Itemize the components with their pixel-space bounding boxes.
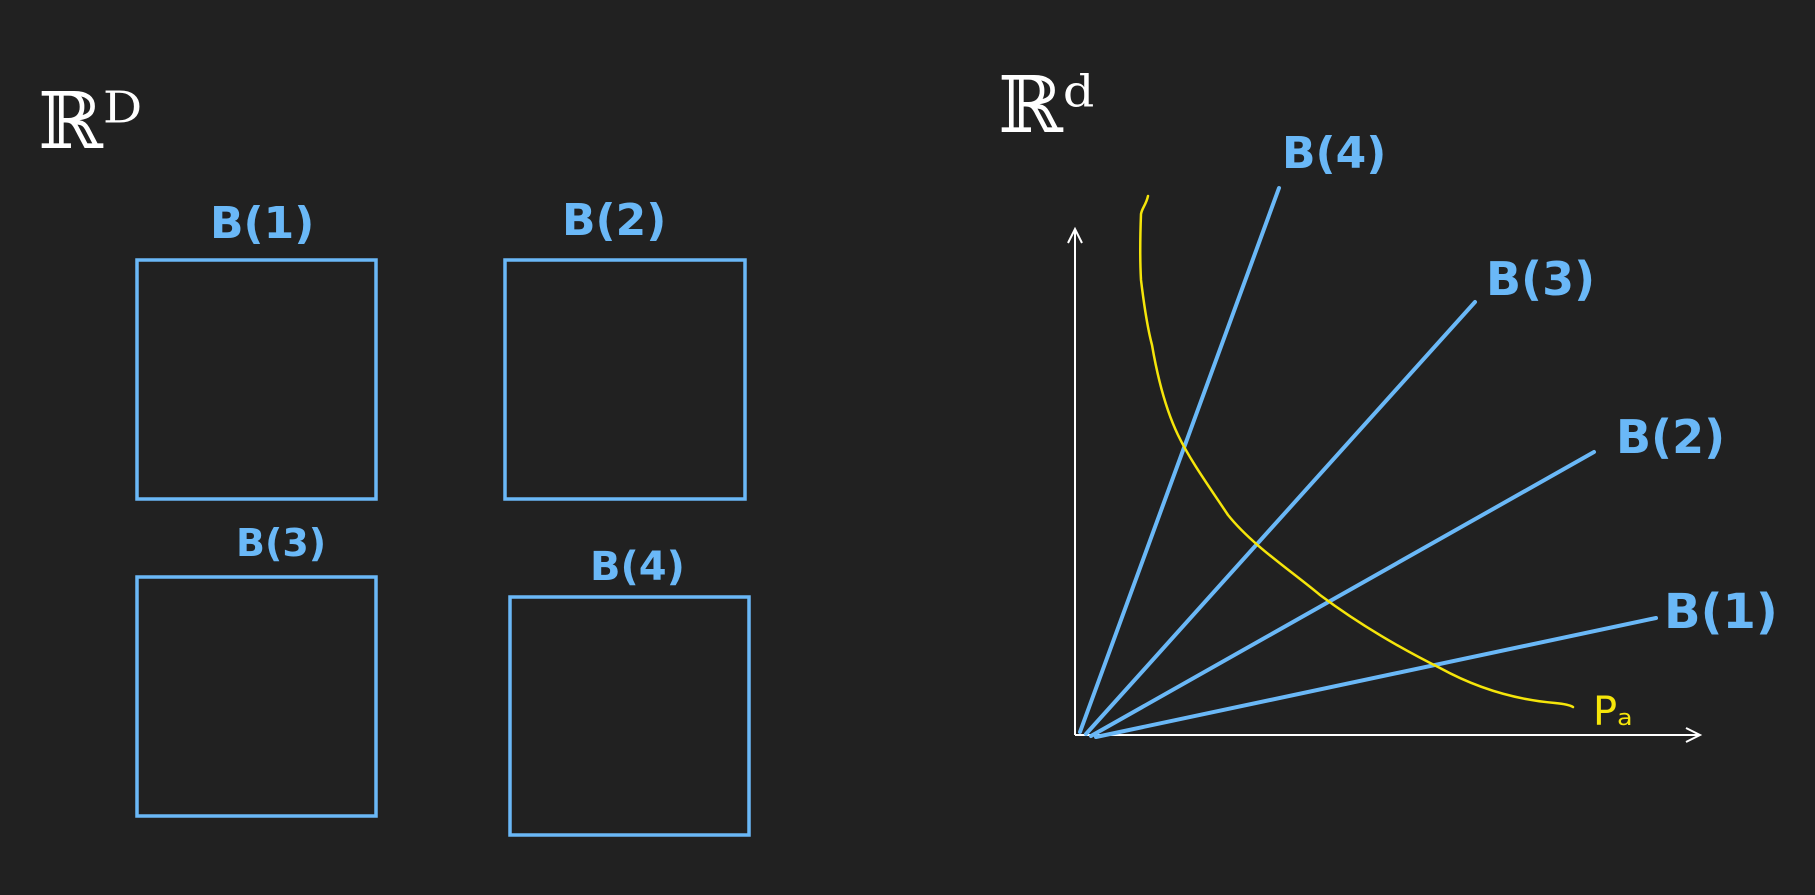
y-axis-arrow-icon [1067,226,1083,244]
ray-label-b3: B(3) [1486,252,1595,306]
curve-label-pa: Pₐ [1593,689,1633,735]
ray-b3 [1084,300,1477,736]
box-b1 [135,258,378,501]
ray-b2 [1089,450,1596,738]
box-b4 [508,595,751,837]
box-b2 [503,258,747,501]
box-label-b4: B(4) [590,544,685,590]
right-panel: ℝᵈ B(4) B(3) B(2) B(1) Pₐ [998,61,1778,743]
box-label-b1: B(1) [210,198,314,249]
distribution-curve [1139,194,1575,709]
x-axis-arrow-icon [1685,727,1703,743]
box-label-b3: B(3) [236,521,326,565]
box-label-b2: B(2) [562,195,666,246]
axes [1067,226,1703,743]
ray-label-b2: B(2) [1616,410,1725,464]
space-label-low-dim: ℝᵈ [998,61,1094,151]
ray-label-b4: B(4) [1282,128,1386,179]
ray-label-b1: B(1) [1664,584,1778,640]
box-b3 [135,575,378,818]
ray-b1 [1094,616,1658,739]
rays [1078,186,1658,739]
ray-b4 [1078,186,1281,734]
left-panel: ℝᴰ B(1) B(2) B(3) B(4) [38,77,751,837]
space-label-high-dim: ℝᴰ [38,77,142,167]
